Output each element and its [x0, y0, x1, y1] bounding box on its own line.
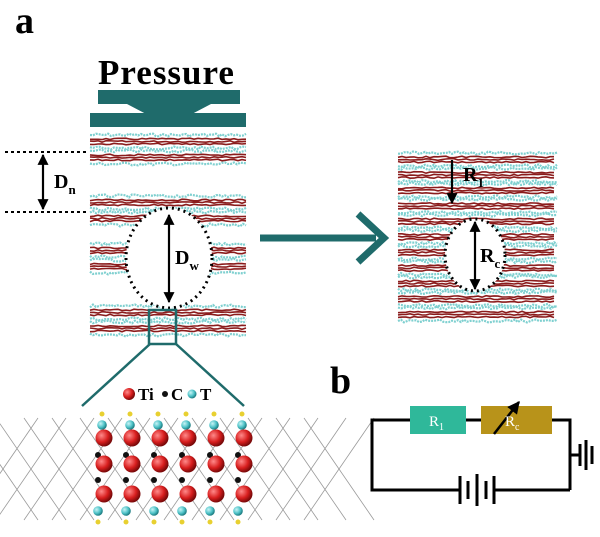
h-atom: [235, 519, 241, 525]
t-atom: [153, 420, 163, 430]
c-legend-label: C: [171, 385, 183, 404]
right-layer-3: [397, 181, 558, 200]
h-atom: [95, 519, 101, 525]
ti-atom: [179, 429, 197, 447]
t-atom: [177, 506, 187, 516]
ti-atom: [207, 455, 225, 473]
left-layer-2: [89, 148, 247, 167]
ti-legend-label: Ti: [138, 385, 154, 404]
ti-atom: [151, 455, 169, 473]
ti-atom: [123, 485, 141, 503]
c-atom: [95, 477, 101, 483]
h-atom: [123, 519, 129, 525]
h-atom: [155, 411, 161, 417]
right-layer-1: [397, 150, 558, 169]
ti-atom: [123, 429, 141, 447]
h-atom: [151, 519, 157, 525]
t-atom: [121, 506, 131, 516]
right-layer-2: [397, 165, 558, 185]
t-atom: [233, 506, 243, 516]
ti-atom: [95, 485, 113, 503]
t-atom: [181, 420, 191, 430]
h-atom: [211, 411, 217, 417]
zoom-indicator: [81, 308, 245, 407]
left-layer-8: [89, 319, 247, 338]
t-legend-icon: [187, 389, 197, 399]
ti-atom: [95, 455, 113, 473]
pressure-arrow: [98, 90, 240, 126]
right-layer-10: [397, 289, 558, 309]
ti-atom: [235, 429, 253, 447]
c-legend-icon: [162, 391, 168, 397]
resistor-rc-label: Rc: [505, 414, 520, 433]
t-atom: [93, 506, 103, 516]
c-atom: [179, 452, 185, 458]
t-atom: [149, 506, 159, 516]
t-atom: [97, 420, 107, 430]
battery-right: [578, 440, 594, 470]
h-atom: [99, 411, 105, 417]
ti-atom: [207, 429, 225, 447]
c-atom: [179, 477, 185, 483]
atomic-structure: [0, 411, 375, 525]
c-atom: [151, 477, 157, 483]
ti-atom: [235, 485, 253, 503]
ti-atom: [95, 429, 113, 447]
ti-atom: [179, 485, 197, 503]
ti-atom: [151, 429, 169, 447]
t-atom: [205, 506, 215, 516]
dn-label: Dn: [54, 171, 76, 197]
t-atom: [237, 420, 247, 430]
panel-label-b: b: [330, 360, 351, 402]
ti-atom: [151, 485, 169, 503]
ti-atom: [235, 455, 253, 473]
h-atom: [179, 519, 185, 525]
right-layer-11: [397, 305, 558, 324]
c-atom: [95, 452, 101, 458]
r1-label: R1: [463, 164, 484, 190]
ti-atom: [207, 485, 225, 503]
t-atom: [209, 420, 219, 430]
h-atom: [127, 411, 133, 417]
t-atom: [125, 420, 135, 430]
right-layer-4: [397, 196, 558, 216]
dn-dimension: [5, 151, 88, 213]
void-left: [124, 206, 214, 310]
pressure-plate: [90, 113, 246, 127]
c-atom: [151, 452, 157, 458]
pressure-label: Pressure: [98, 53, 235, 92]
ti-atom: [123, 455, 141, 473]
resistor-r1-label: R1: [429, 414, 444, 433]
h-atom: [239, 411, 245, 417]
ti-legend-icon: [123, 388, 135, 400]
c-atom: [207, 477, 213, 483]
left-layer-3: [89, 193, 247, 212]
atom-legend: Ti C T: [123, 385, 212, 404]
left-layer-1: [89, 132, 247, 151]
resistor-r1: [410, 406, 466, 434]
c-atom: [235, 452, 241, 458]
c-atom: [123, 452, 129, 458]
h-atom: [207, 519, 213, 525]
ti-atom: [179, 455, 197, 473]
c-atom: [207, 452, 213, 458]
circuit-diagram: [370, 401, 594, 506]
c-atom: [123, 477, 129, 483]
h-atom: [183, 411, 189, 417]
battery-bottom: [458, 474, 496, 506]
void-right: [443, 217, 507, 293]
c-atom: [235, 477, 241, 483]
panel-label-a: a: [15, 0, 34, 42]
dw-label: Dw: [175, 247, 199, 273]
variable-arrow: [493, 401, 520, 435]
t-legend-label: T: [200, 385, 212, 404]
transition-arrow: [260, 211, 390, 265]
rc-label: Rc: [480, 245, 500, 271]
